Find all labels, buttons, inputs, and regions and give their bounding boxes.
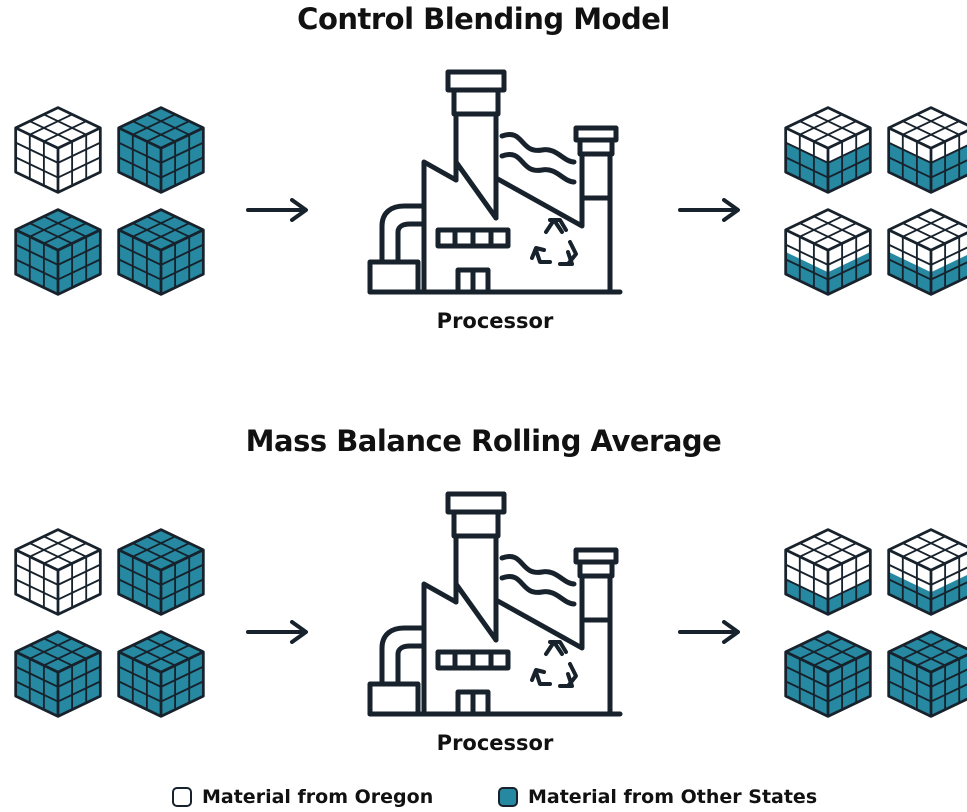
input-cube-icon (115, 206, 207, 298)
legend-swatch-oregon (172, 787, 192, 807)
output-cube-icon (885, 526, 967, 618)
factory-icon (364, 66, 626, 298)
legend-label-oregon: Material from Oregon (202, 786, 434, 808)
processor-label: Processor (436, 309, 554, 333)
output-cube-icon (885, 628, 967, 720)
arrow-right-icon (678, 198, 742, 222)
control-blending-row: Processor (0, 60, 967, 360)
arrow-right-icon (678, 620, 742, 644)
processor-label: Processor (436, 731, 554, 755)
output-cube-icon (782, 526, 874, 618)
output-cube-icon (885, 104, 967, 196)
legend: Material from Oregon Material from Other… (0, 784, 967, 812)
factory-icon (364, 488, 626, 720)
arrow-right-icon (246, 620, 310, 644)
output-cube-icon (782, 206, 874, 298)
input-cube-icon (12, 206, 104, 298)
input-cube-icon (12, 104, 104, 196)
section-title-mass-balance: Mass Balance Rolling Average (245, 424, 722, 458)
section-title-control-blending: Control Blending Model (297, 2, 670, 36)
arrow-right-icon (246, 198, 310, 222)
input-cube-icon (115, 628, 207, 720)
input-cube-icon (115, 526, 207, 618)
output-cube-icon (885, 206, 967, 298)
legend-swatch-other-states (498, 787, 518, 807)
legend-item-other-states: Material from Other States (498, 786, 817, 808)
legend-item-oregon: Material from Oregon (172, 786, 433, 808)
input-cube-icon (115, 104, 207, 196)
output-cube-icon (782, 628, 874, 720)
legend-label-other-states: Material from Other States (528, 786, 818, 808)
output-cube-icon (782, 104, 874, 196)
input-cube-icon (12, 526, 104, 618)
mass-balance-row: Processor (0, 482, 967, 782)
input-cube-icon (12, 628, 104, 720)
